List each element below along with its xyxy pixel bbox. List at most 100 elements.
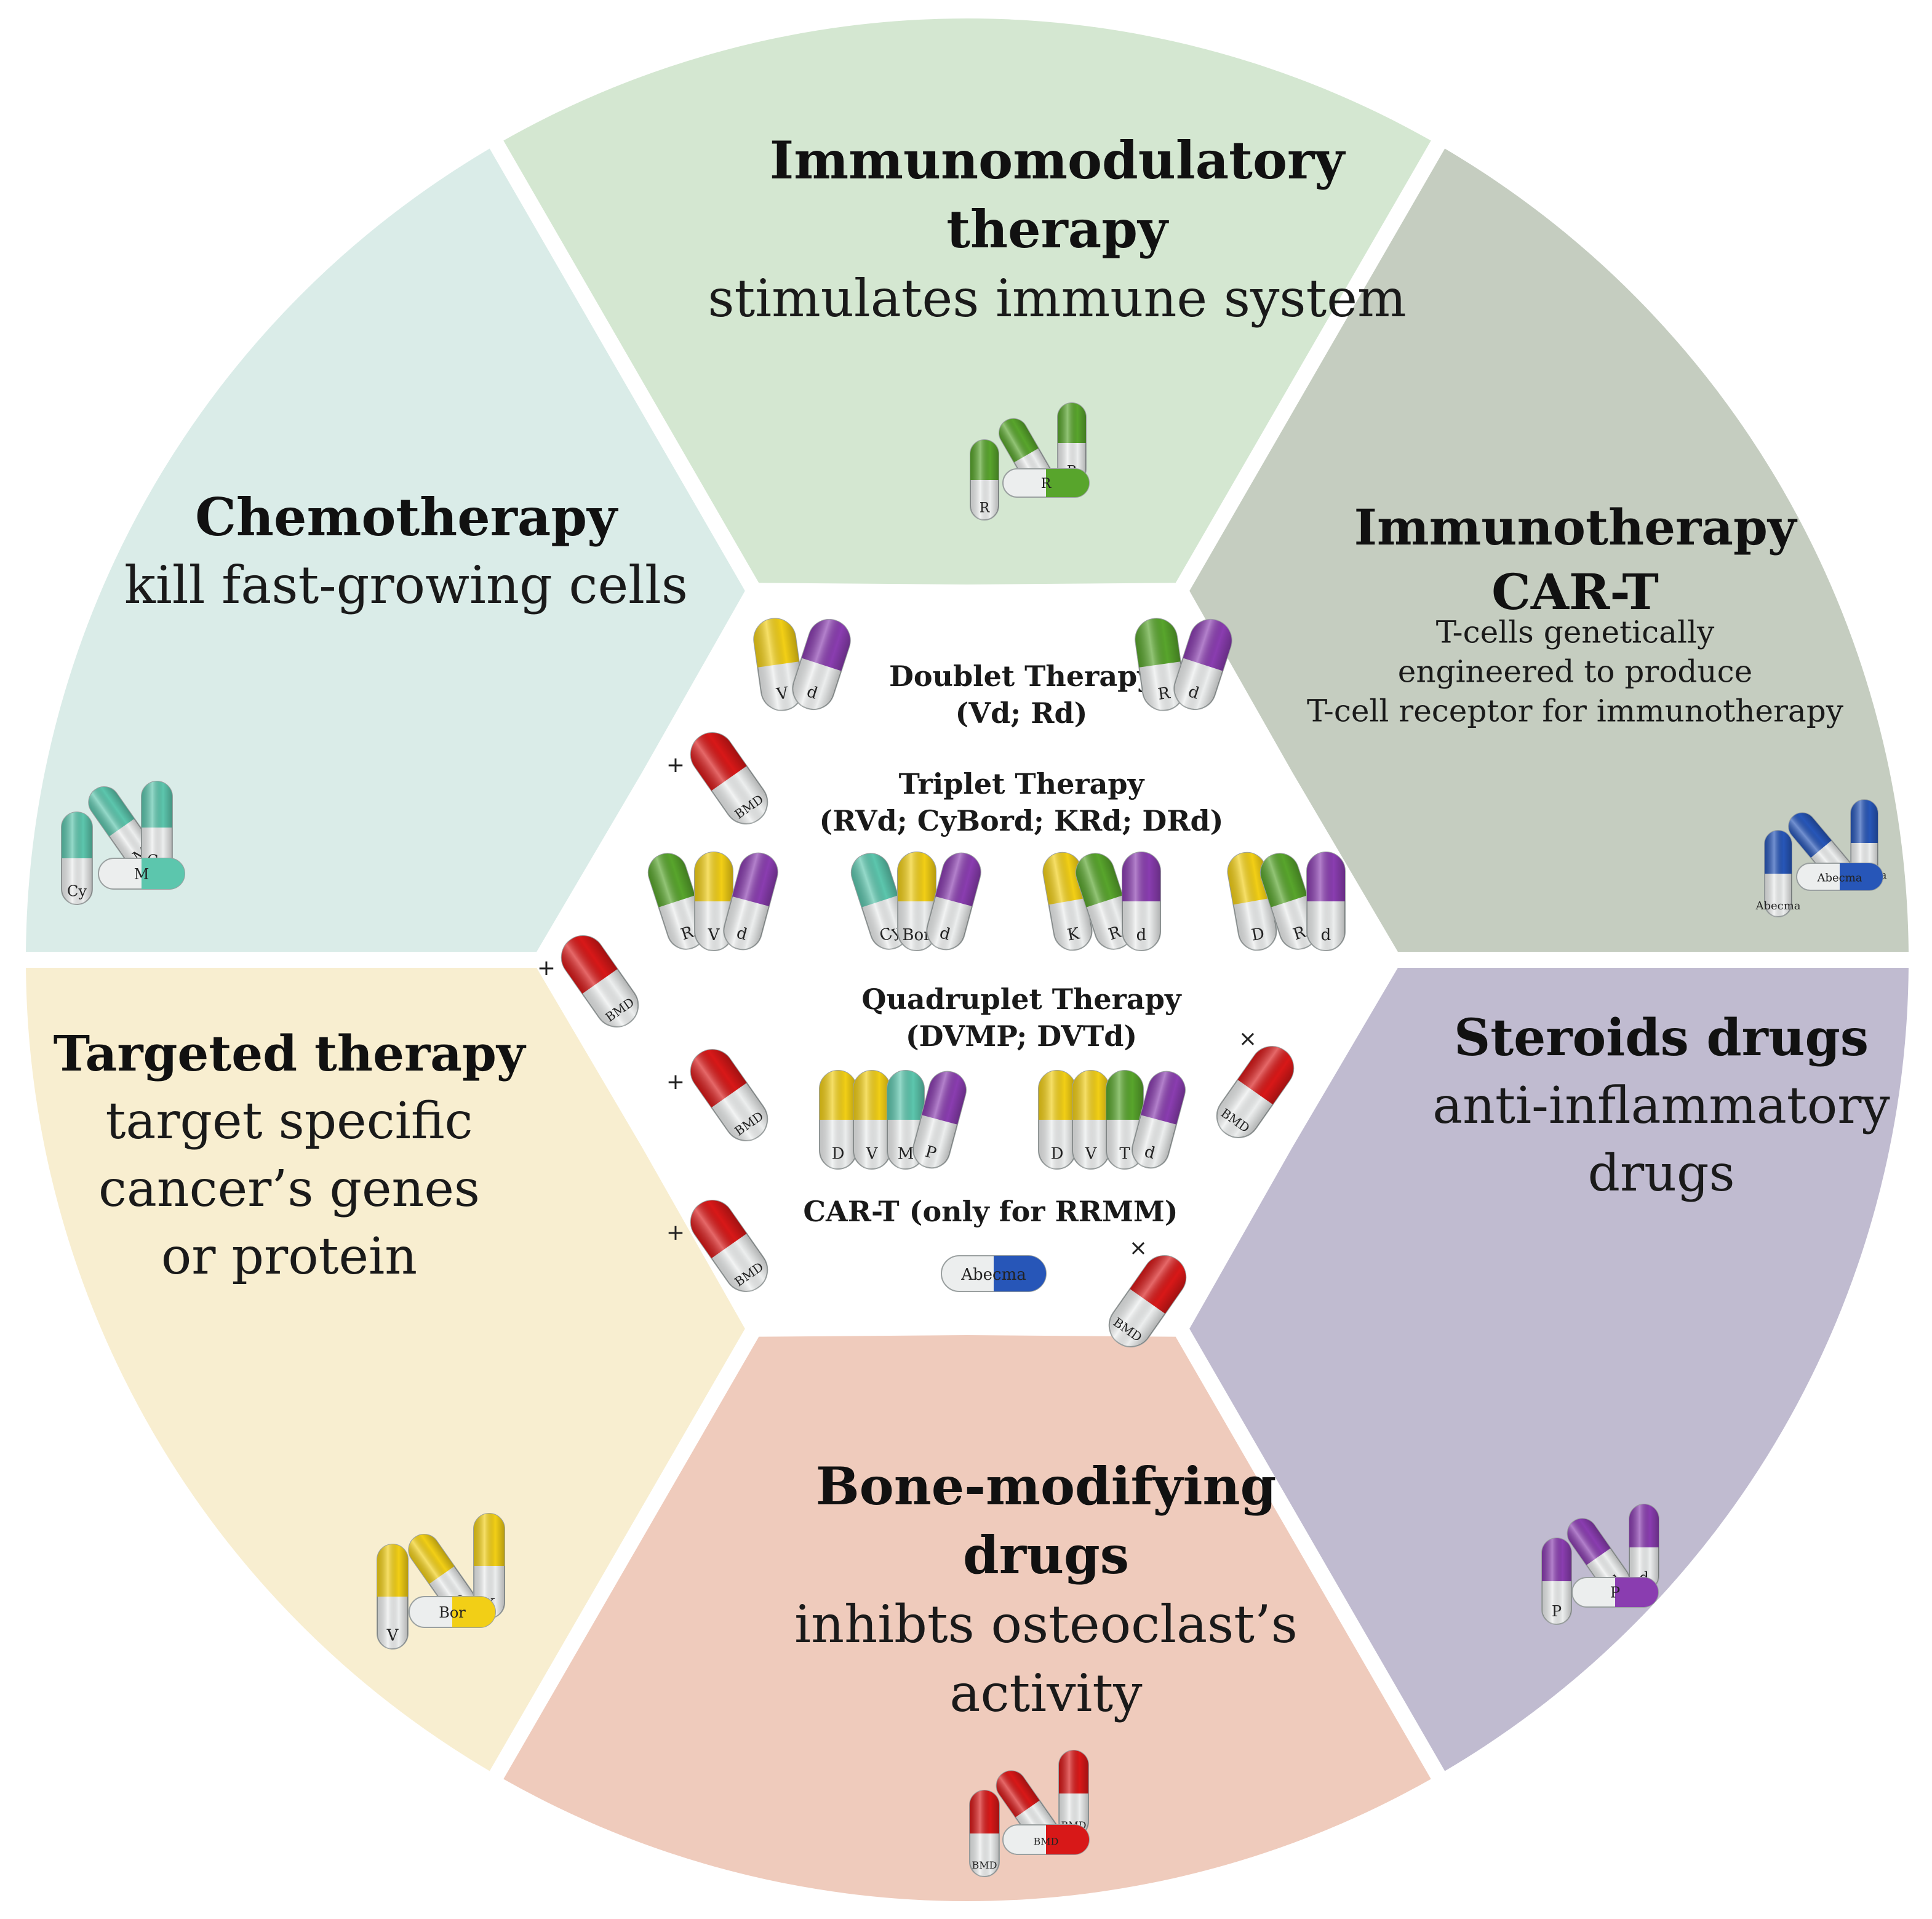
- pill-abecma-4: Abecma: [1796, 863, 1883, 891]
- segment-title-immunomodulatory: therapy: [946, 199, 1169, 260]
- triplet-drd-pill-1: R: [1255, 848, 1319, 950]
- pill-p-1-label: P: [1552, 1603, 1562, 1620]
- segment-desc-immunotherapy: engineered to produce: [1398, 653, 1752, 689]
- addon-sign-3: ×: [1239, 1026, 1257, 1051]
- segment-desc-immunotherapy: T-cells genetically: [1436, 614, 1715, 650]
- bmd-addon-2: BMD: [682, 1041, 768, 1141]
- pill-cy-1: Cy: [61, 812, 93, 905]
- segment-title-immunomodulatory: Immunomodulatory: [770, 130, 1346, 191]
- quad-dvmp-pill-3: P: [912, 1067, 970, 1169]
- pill-k: K: [473, 1513, 505, 1619]
- segment-desc-immunomodulatory: stimulates immune system: [708, 268, 1406, 329]
- triplet-rvd-pill-1-label: V: [708, 926, 721, 944]
- segments-layer: [26, 18, 1909, 1902]
- triplet-cybord-pill-0: Cy: [846, 848, 909, 950]
- pill-r-1-label: R: [980, 500, 991, 516]
- pill-r-1: R: [970, 439, 999, 521]
- immunotherapy-pills: AbecmaAbecmaAbecmaAbecma: [1755, 799, 1887, 917]
- segment-title-chemotherapy: Chemotherapy: [195, 487, 618, 548]
- triplet-title: Triplet Therapy: [899, 767, 1145, 800]
- bmd-addon-0: BMD: [682, 724, 768, 824]
- doublet-regimens: (Vd; Rd): [956, 696, 1088, 730]
- triplet-krd-pill-2: d: [1122, 852, 1161, 951]
- quad-dvtd-pill-1: V: [1072, 1070, 1110, 1170]
- pill-abecma-1-label: Abecma: [1755, 900, 1800, 912]
- pill-d-1: d: [1562, 1512, 1631, 1595]
- quad-dvtd-pill-3: d: [1132, 1067, 1189, 1169]
- doublet-vd-pill-0: V: [751, 615, 804, 711]
- bone-pills: BMDBMDBMDBMD: [969, 1750, 1090, 1877]
- segment-title-immunotherapy: CAR-T: [1491, 563, 1659, 621]
- triplet-rvd-pill-2-label: d: [735, 924, 749, 944]
- quad-dvtd-pill-3-label: d: [1143, 1143, 1157, 1163]
- doublet-title: Doublet Therapy: [889, 660, 1154, 693]
- segment-desc-targeted: cancer’s genes: [98, 1160, 480, 1218]
- triplet-krd-pill-1: R: [1071, 848, 1134, 950]
- segment-pills-layer: RRRRAbecmaAbecmaAbecmaAbecmaPddPBMDBMDBM…: [61, 402, 1887, 1877]
- addon-sign-1: +: [537, 956, 556, 981]
- quadruplet-title: Quadruplet Therapy: [861, 983, 1181, 1016]
- segment-title-immunotherapy: Immunotherapy: [1354, 498, 1798, 556]
- immunomodulatory-pills: RRRR: [970, 402, 1090, 521]
- cart-abecma-pill: Abecma: [941, 1255, 1047, 1292]
- segment-desc-bone: inhibts osteoclast’s: [794, 1594, 1298, 1654]
- quadruplet-regimens: (DVMP; DVTd): [906, 1019, 1137, 1053]
- segment-desc-targeted: target specific: [106, 1092, 473, 1151]
- steroids-pills: PddP: [1541, 1504, 1659, 1625]
- triplet-cybord-pill-2-label: d: [938, 924, 952, 944]
- quad-dvmp-pill-1: V: [853, 1070, 891, 1170]
- segment-chemotherapy: [26, 148, 745, 952]
- pill-r-4-label: R: [1041, 476, 1052, 492]
- doublet-vd-pill-1: d: [792, 614, 856, 710]
- pill-abecma-1: Abecma: [1755, 830, 1801, 917]
- segment-desc-bone: activity: [949, 1663, 1143, 1723]
- addon-sign-0: +: [666, 752, 685, 778]
- segment-desc-targeted: or protein: [161, 1227, 417, 1286]
- segment-desc-immunotherapy: T-cell receptor for immunotherapy: [1307, 693, 1844, 728]
- segment-title-bone: drugs: [963, 1525, 1129, 1586]
- pill-bmd-4-label: BMD: [1034, 1835, 1059, 1847]
- bmd-addon-1: BMD: [553, 927, 639, 1027]
- triplet-drd-pill-2-label: d: [1321, 926, 1331, 944]
- quad-dvtd-pill-1-label: V: [1085, 1145, 1098, 1163]
- pill-r-3: R: [1057, 402, 1087, 484]
- bmd-addon-4: BMD: [682, 1192, 768, 1292]
- segment-text-layer: Immunomodulatory therapy stimulates immune…: [54, 130, 1891, 1723]
- pill-bor: Bor: [409, 1596, 496, 1628]
- bmd-addon-3: BMD: [1216, 1038, 1302, 1138]
- pill-m-2: M: [98, 858, 185, 890]
- pill-v-label: V: [386, 1626, 399, 1645]
- center-regimens: Doublet Therapy(Vd; Rd)Triplet Therapy(R…: [537, 614, 1346, 1347]
- targeted-pills: VDKBor: [377, 1513, 505, 1650]
- pill-bmd-1-label: BMD: [972, 1859, 997, 1871]
- quad-dvmp-pill-1-label: V: [866, 1145, 879, 1163]
- triplet-rvd-pill-1: V: [694, 852, 733, 951]
- quad-dvmp-pill-0-label: D: [832, 1145, 845, 1163]
- chemotherapy-pills: CyMCyM: [61, 781, 185, 905]
- quad-dvtd-pill-2-label: T: [1119, 1145, 1130, 1163]
- quad-dvmp-pill-0: D: [819, 1070, 857, 1170]
- pill-v: V: [377, 1544, 409, 1650]
- pill-bor-label: Bor: [439, 1604, 466, 1621]
- pill-bmd-1: BMD: [969, 1790, 1000, 1877]
- pill-p-2-label: P: [1610, 1584, 1620, 1601]
- pill-r-4: R: [1002, 468, 1090, 498]
- triplet-drd-pill-0-label: D: [1250, 925, 1266, 945]
- segment-bone: [503, 1335, 1431, 1902]
- cart-title: CAR-T (only for RRMM): [803, 1195, 1178, 1228]
- segment-steroids: [1189, 967, 1909, 1771]
- pill-cy-1-label: Cy: [67, 882, 87, 900]
- pill-p-2: P: [1571, 1577, 1659, 1608]
